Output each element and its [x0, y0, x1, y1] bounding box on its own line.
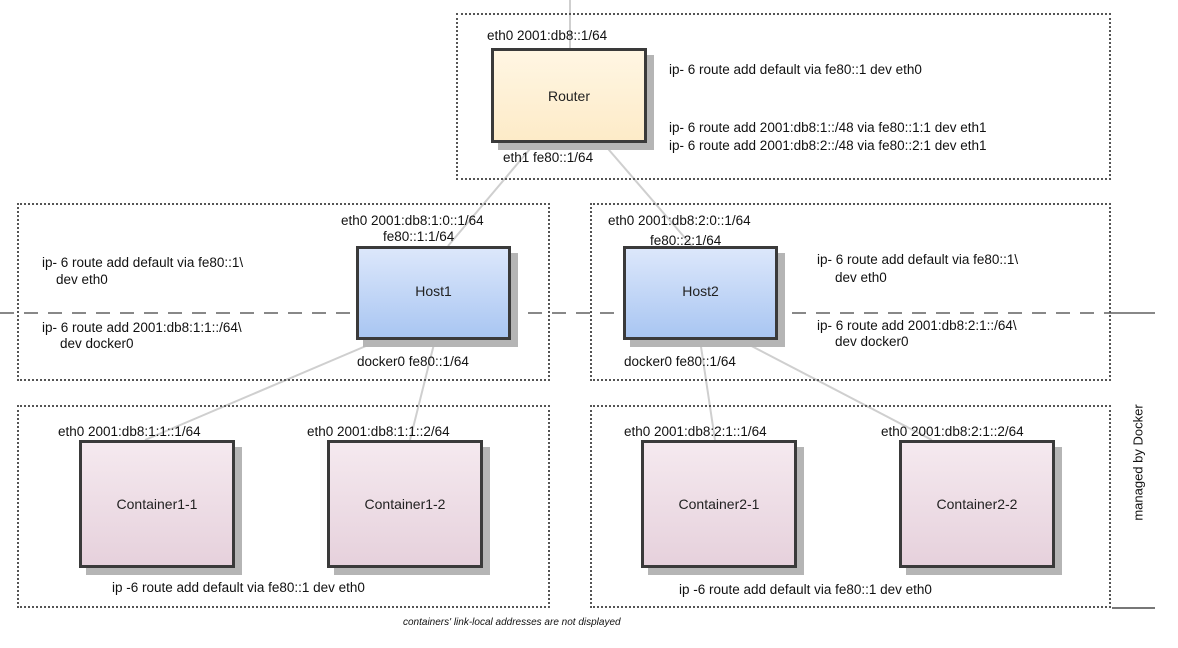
container1-1-eth0-label: eth0 2001:db8:1:1::1/64 — [58, 424, 201, 439]
router-zone — [456, 13, 1111, 180]
container2-1-name: Container2-1 — [678, 496, 760, 512]
router-name: Router — [547, 87, 591, 104]
container2-2-node[interactable]: Container2-2 — [899, 440, 1055, 568]
container-group1-route: ip -6 route add default via fe80::1 dev … — [112, 580, 365, 595]
host2-eth0-ll-label: fe80::2:1/64 — [650, 233, 722, 248]
host1-route-default-line2: dev eth0 — [56, 272, 108, 287]
host1-name: Host1 — [415, 283, 452, 299]
container-group2-route: ip -6 route add default via fe80::1 dev … — [679, 582, 932, 597]
link-local-footnote: containers' link-local addresses are not… — [403, 617, 621, 628]
host2-eth0-label: eth0 2001:db8:2:0::1/64 — [608, 213, 751, 228]
link-router-host2 — [602, 142, 693, 247]
router-route-host1: ip- 6 route add 2001:db8:1::/48 via fe80… — [669, 120, 987, 135]
host2-docker0-label: docker0 fe80::1/64 — [624, 354, 736, 369]
container1-2-node[interactable]: Container1-2 — [327, 440, 483, 568]
link-host1-container1-1 — [144, 339, 381, 441]
router-eth0-label: eth0 2001:db8::1/64 — [487, 28, 608, 43]
container1-1-node[interactable]: Container1-1 — [79, 440, 235, 568]
router-node[interactable]: Router — [491, 48, 647, 143]
container1-2-eth0-label: eth0 2001:db8:1:1::2/64 — [307, 424, 450, 439]
host1-route-default-line1: ip- 6 route add default via fe80::1\ — [42, 255, 244, 270]
host2-node[interactable]: Host2 — [623, 246, 778, 340]
container2-1-eth0-label: eth0 2001:db8:2:1::1/64 — [624, 424, 767, 439]
host1-route-docker-line1: ip- 6 route add 2001:db8:1:1::/64\ — [42, 320, 242, 335]
host2-route-docker-line2: dev docker0 — [835, 334, 909, 349]
router-route-default: ip- 6 route add default via fe80::1 dev … — [669, 62, 922, 77]
link-host2-container2-2 — [739, 339, 933, 441]
host2-zone — [590, 203, 1111, 381]
link-host2-container2-1 — [699, 339, 716, 441]
container-group1-zone — [17, 405, 550, 608]
container2-2-name: Container2-2 — [936, 496, 1018, 512]
container1-1-name: Container1-1 — [116, 496, 198, 512]
host1-eth0-ll-label: fe80::1:1/64 — [383, 229, 455, 244]
container1-2-name: Container1-2 — [364, 496, 446, 512]
container2-2-eth0-label: eth0 2001:db8:2:1::2/64 — [881, 424, 1024, 439]
host2-name: Host2 — [682, 283, 719, 299]
host2-route-default-line1: ip- 6 route add default via fe80::1\ — [817, 252, 1019, 267]
host1-route-docker-line2: dev docker0 — [60, 336, 134, 351]
host1-eth0-label: eth0 2001:db8:1:0::1/64 — [341, 213, 484, 228]
host1-node[interactable]: Host1 — [356, 246, 511, 340]
host1-zone — [17, 203, 550, 381]
host2-route-default-line2: dev eth0 — [835, 270, 887, 285]
router-eth1-label: eth1 fe80::1/64 — [503, 150, 594, 165]
host1-docker0-label: docker0 fe80::1/64 — [357, 354, 469, 369]
managed-by-docker-label: managed by Docker — [1130, 404, 1146, 521]
link-router-host1 — [447, 142, 536, 247]
link-host1-container1-2 — [409, 339, 436, 441]
container2-1-node[interactable]: Container2-1 — [641, 440, 797, 568]
container-group2-zone — [590, 405, 1111, 608]
host2-route-docker-line1: ip- 6 route add 2001:db8:2:1::/64\ — [817, 318, 1017, 333]
router-route-host2: ip- 6 route add 2001:db8:2::/48 via fe80… — [669, 138, 987, 153]
